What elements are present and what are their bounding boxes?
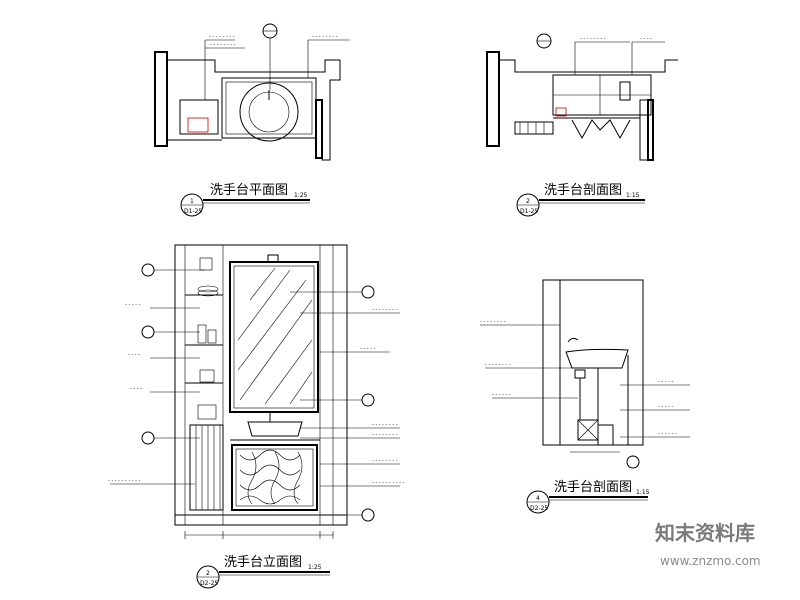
svg-text:- - - - - - - -: - - - - - - - - — [485, 362, 511, 368]
svg-text:- - - - - - - -: - - - - - - - - — [209, 34, 235, 40]
svg-text:- - - -: - - - - — [640, 36, 652, 42]
elevation-drawing: - - - - - - - - - - - - - - - - - - - - … — [108, 244, 405, 539]
svg-text:- - - - - - - -: - - - - - - - - — [210, 42, 236, 48]
svg-text:- - - - - - - -: - - - - - - - - — [372, 307, 398, 313]
svg-text:- - - - - - - -: - - - - - - - - — [312, 34, 338, 40]
elevation-ref: D2-25 — [200, 580, 218, 587]
plan-ref: D1-25 — [184, 208, 202, 215]
svg-text:- - - - - - - -: - - - - - - - - — [372, 432, 398, 438]
svg-text:- - - - - - - -: - - - - - - - - — [580, 36, 606, 42]
section-right-drawing: - - - - - - - - - - - - - - - - - - - - … — [480, 279, 690, 469]
svg-text:- - - - -: - - - - - — [125, 302, 141, 308]
elevation-title-block: 2 D2-25 洗手台立面图 1:25 — [196, 555, 330, 589]
section-top-ref: D1-25 — [520, 208, 538, 215]
plan-title: 洗手台平面图 — [210, 183, 288, 198]
plan-number: 1 — [190, 198, 194, 205]
plan-title-block: 1 D1-25 洗手台平面图 1:25 — [180, 183, 310, 217]
section-right-title-block: 4 D2-25 洗手台剖面图 1:15 — [526, 480, 650, 514]
svg-text:- - - -: - - - - — [128, 352, 140, 358]
plan-scale: 1:25 — [294, 192, 308, 199]
elevation-title: 洗手台立面图 — [224, 555, 302, 570]
svg-text:- - - - - - - -: - - - - - - - - — [372, 422, 398, 428]
svg-text:- - - - - -: - - - - - - — [658, 431, 677, 437]
section-right-ref: D2-25 — [530, 505, 548, 512]
svg-text:- - - - -: - - - - - — [360, 346, 376, 352]
svg-text:- - - - - -: - - - - - - — [492, 392, 511, 398]
elevation-scale: 1:25 — [308, 564, 322, 571]
section-top-title-block: 2 D1-25 洗手台剖面图 1:15 — [516, 183, 645, 217]
svg-text:- - - - -: - - - - - — [658, 379, 674, 385]
watermark: 知末资料库 www.znzmo.com — [655, 521, 761, 568]
watermark-brand: 知末资料库 — [655, 521, 755, 545]
section-top-number: 2 — [526, 198, 530, 205]
section-top-title: 洗手台剖面图 — [544, 183, 622, 198]
section-top-drawing: - - - - - - - - - - - - — [486, 33, 678, 161]
svg-text:- - - - - - - -: - - - - - - - - — [372, 458, 398, 464]
section-right-title: 洗手台剖面图 — [554, 480, 632, 495]
watermark-url: www.znzmo.com — [660, 554, 761, 568]
svg-text:- - - -: - - - - — [130, 386, 142, 392]
svg-text:- - - - -: - - - - - — [658, 404, 674, 410]
svg-text:- - - - - - - - - -: - - - - - - - - - - — [372, 480, 405, 486]
section-right-scale: 1:15 — [636, 489, 650, 496]
plan-drawing: - - - - - - - - - - - - - - - - - - - - … — [154, 23, 350, 161]
svg-text:- - - - - - - - - -: - - - - - - - - - - — [108, 478, 141, 484]
section-right-number: 4 — [536, 495, 540, 502]
elevation-number: 2 — [206, 570, 210, 577]
svg-text:- - - - - - - -: - - - - - - - - — [480, 319, 506, 325]
section-top-scale: 1:15 — [626, 192, 640, 199]
